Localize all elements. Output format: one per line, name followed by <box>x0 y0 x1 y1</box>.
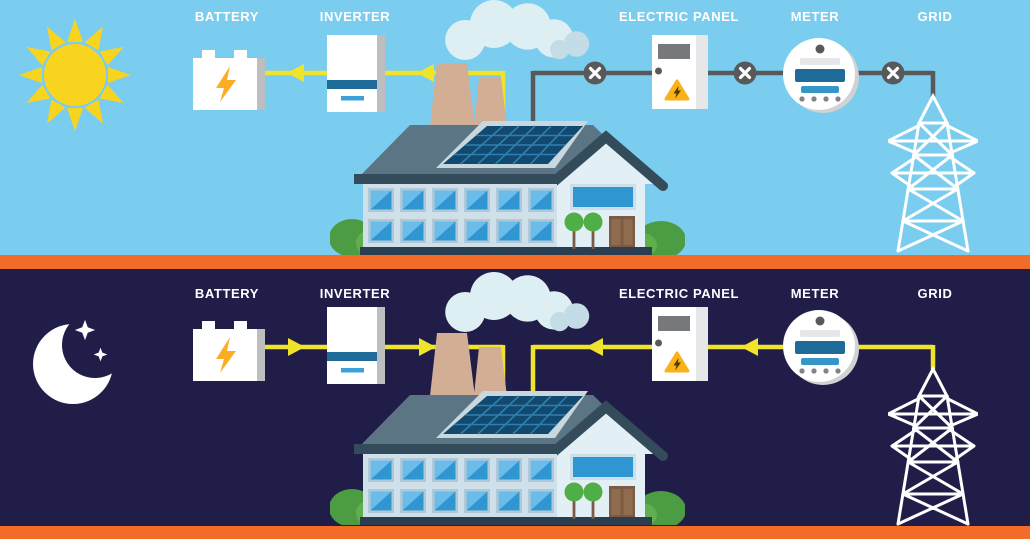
label-inverter: INVERTER <box>319 9 391 24</box>
label-grid: GRID <box>917 9 953 24</box>
inverter-icon <box>327 35 385 112</box>
day-scene-graphic <box>19 0 978 255</box>
label-battery: BATTERY <box>194 9 260 24</box>
battery-icon <box>193 321 265 381</box>
label-electric-panel: ELECTRIC PANEL <box>618 286 740 301</box>
night-scene-graphic <box>33 272 978 526</box>
arrow-right-icon <box>419 338 436 356</box>
day-scene: BATTERY INVERTER ELECTRIC PANEL METER GR… <box>0 0 1030 255</box>
arrow-left-icon <box>586 338 603 356</box>
label-meter: METER <box>790 9 840 24</box>
night-scene: BATTERY INVERTER ELECTRIC PANEL METER GR… <box>0 269 1030 526</box>
grid-tower-icon <box>888 367 978 526</box>
arrow-left-icon <box>287 64 304 82</box>
meter-icon <box>783 310 859 385</box>
inverter-icon <box>327 307 385 384</box>
label-electric-panel: ELECTRIC PANEL <box>618 9 740 24</box>
section-divider <box>0 255 1030 269</box>
label-battery: BATTERY <box>194 286 260 301</box>
label-grid: GRID <box>917 286 953 301</box>
battery-icon <box>193 50 265 110</box>
arrow-left-icon <box>417 64 434 82</box>
electric-panel-icon <box>652 35 708 109</box>
sun-icon <box>19 19 131 131</box>
ground-bar <box>0 526 1030 539</box>
electric-panel-icon <box>652 307 708 381</box>
label-meter: METER <box>790 286 840 301</box>
moon-icon <box>33 314 123 404</box>
x-mark-icon <box>732 60 758 86</box>
cloud-icon <box>445 0 590 60</box>
x-mark-icon <box>880 60 906 86</box>
label-inverter: INVERTER <box>319 286 391 301</box>
meter-icon <box>783 38 859 113</box>
x-mark-icon <box>582 60 608 86</box>
cloud-icon <box>445 272 590 332</box>
grid-tower-icon <box>888 94 978 253</box>
arrow-right-icon <box>288 338 305 356</box>
arrow-left-icon <box>741 338 758 356</box>
